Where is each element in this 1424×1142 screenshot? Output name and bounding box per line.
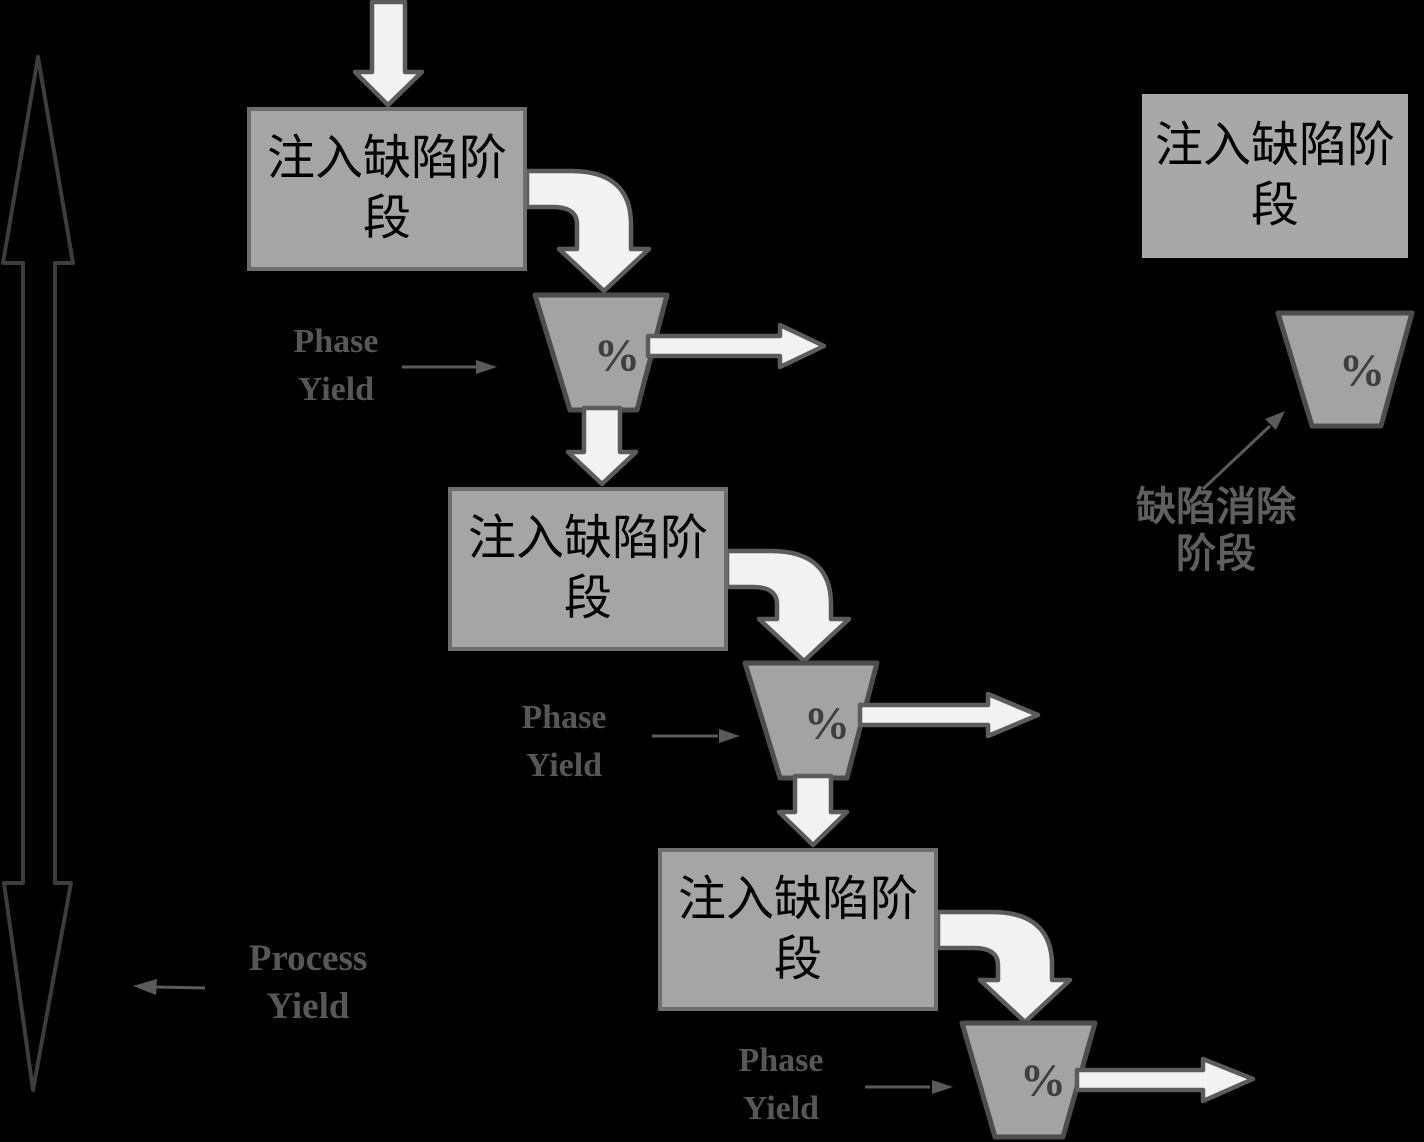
phase-yield-label-1: Phase Yield (293, 323, 379, 408)
yield-funnel-2 (742, 660, 880, 781)
legend-pointer (1201, 424, 1272, 491)
defect-elimination-label: 缺陷消除阶段 (1136, 484, 1296, 577)
escape-arrow-1 (645, 322, 827, 370)
funnel-down-arrow-1 (565, 405, 639, 487)
legend-stage-box: 注入缺陷阶段 (1142, 94, 1408, 258)
legend-funnel (1275, 310, 1415, 429)
stage-box-1: 注入缺陷阶段 (247, 107, 527, 271)
stage-box-1-label: 注入缺陷阶段 (266, 132, 507, 245)
process-span-double-arrow (1, 55, 75, 1092)
phase-yield-label-2: Phase Yield (521, 699, 607, 784)
yield-funnel-1 (532, 292, 670, 413)
process-yield-label: Process Yield (248, 938, 368, 1028)
stage-box-2-label: 注入缺陷阶段 (467, 512, 708, 625)
stage-box-3: 注入缺陷阶段 (658, 848, 938, 1011)
process-yield-pointer-head (133, 979, 157, 995)
elbow-arrow-1 (524, 168, 652, 294)
escape-arrow-3 (1074, 1056, 1256, 1104)
legend-funnel-percent: % (1339, 344, 1385, 396)
funnel-2-percent: % (804, 697, 850, 749)
phase-yield-pointer-2-head (719, 729, 740, 743)
phase-yield-label-3: Phase Yield (738, 1042, 824, 1127)
legend-stage-box-label: 注入缺陷阶段 (1154, 119, 1395, 232)
process-yield-pointer (155, 985, 206, 990)
phase-yield-pointer-3-head (932, 1080, 953, 1094)
escape-arrow-2 (857, 691, 1041, 739)
yield-funnel-3 (959, 1020, 1098, 1140)
stage-box-2: 注入缺陷阶段 (448, 487, 728, 651)
funnel-1-percent: % (594, 329, 640, 381)
elbow-arrow-2 (724, 548, 852, 664)
funnel-down-arrow-2 (776, 773, 850, 848)
flow-input-arrow (352, 0, 425, 108)
legend-pointer-head (1265, 411, 1285, 430)
phase-yield-pointer-1-head (476, 360, 497, 374)
stage-box-3-label: 注入缺陷阶段 (677, 872, 918, 986)
funnel-3-percent: % (1020, 1054, 1066, 1106)
elbow-arrow-3 (935, 909, 1073, 1025)
